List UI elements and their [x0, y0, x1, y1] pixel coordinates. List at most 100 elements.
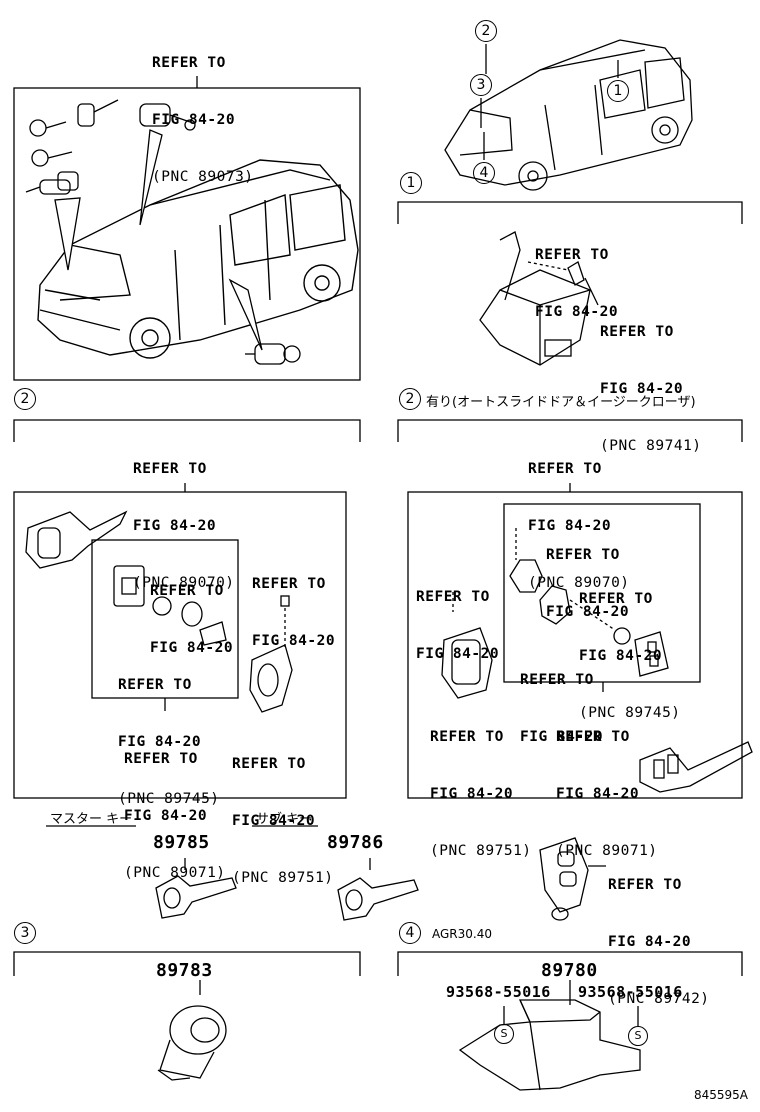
pnc-text: (PNC 89070): [133, 575, 235, 591]
fig-text: FIG 84-20: [520, 729, 604, 745]
fig-text: FIG 84-20: [546, 604, 630, 620]
refer-text: REFER TO: [528, 461, 602, 477]
callout-s2a-bottom-2: REFER TO FIG 84-20 (PNC 89751): [232, 717, 334, 907]
s-symbol-right: S: [628, 1026, 648, 1046]
fig-text: FIG 84-20: [535, 304, 619, 320]
remote-parts-2b: [509, 528, 669, 677]
refer-text: REFER TO: [608, 877, 682, 893]
refer-text: REFER TO: [556, 729, 630, 745]
callout-s2a-screw: REFER TO FIG 84-20: [252, 537, 335, 670]
sub-key-drawing: [337, 877, 419, 921]
pnc-text: (PNC 89071): [124, 865, 226, 881]
callout-s2a-bottom-1: REFER TO FIG 84-20 (PNC 89071): [124, 712, 226, 902]
refer-text: REFER TO: [520, 672, 594, 688]
master-key-drawing: [155, 875, 237, 919]
sub-key-part-number: 89786: [327, 832, 384, 853]
section-2b-note: 有り(オートスライドドア＆イージークローザ): [426, 395, 696, 410]
door-lock-cylinder-icon: [245, 343, 301, 365]
control-module-drawing: [479, 231, 591, 366]
refer-text: REFER TO: [535, 247, 609, 263]
pnc-text: (PNC 89751): [430, 843, 532, 859]
vehicle-overview-frame: [13, 87, 361, 381]
s-symbol-left: S: [494, 1024, 514, 1044]
callout-s2a-inner: REFER TO FIG 84-20 (PNC 89745): [118, 638, 220, 828]
pnc-text: (PNC 89751): [232, 870, 334, 886]
refer-text: REFER TO: [546, 547, 620, 563]
section-1-bracket: [397, 201, 743, 224]
pnc-text: (PNC 89745): [579, 705, 681, 721]
vehicle-marker-3: 3: [470, 74, 492, 96]
sub-key-label: サブ キー: [256, 812, 313, 827]
fig-text: FIG 84-20: [152, 112, 236, 128]
bolt-part-left: 93568-55016: [446, 983, 551, 1001]
pointer-left: [54, 197, 81, 271]
section-4-part-number: 89780: [541, 960, 598, 981]
key-blank-drawing-2a: [25, 510, 128, 569]
pnc-text: (PNC 89073): [152, 169, 254, 185]
pnc-text: (PNC 89745): [118, 791, 220, 807]
fig-text: FIG 84-20: [608, 934, 692, 950]
lock-cylinder-drawing-3: [157, 1005, 227, 1081]
callout-s1-top: REFER TO FIG 84-20: [535, 208, 618, 341]
fig-text: FIG 84-20: [118, 734, 202, 750]
transponder-parts-2a: [113, 565, 227, 646]
refer-text: REFER TO: [579, 591, 653, 607]
callout-s2a-main: REFER TO FIG 84-20 (PNC 89070): [133, 422, 235, 612]
master-key-part-number: 89785: [153, 832, 210, 853]
key-head-drawing-2a: [249, 595, 293, 713]
pnc-text: (PNC 89741): [600, 438, 702, 454]
section-3-bracket: [13, 951, 361, 976]
fig-text: FIG 84-20: [232, 813, 316, 829]
pointer-center: [139, 129, 163, 226]
bolt-part-right: 93568-55016: [578, 983, 683, 1001]
refer-text: REFER TO: [430, 729, 504, 745]
figure-id: 845595A: [694, 1088, 749, 1102]
callout-s2b-inner: REFER TO FIG 84-20 (PNC 89745): [579, 552, 681, 742]
section-4-bracket: [397, 951, 743, 976]
pnc-text: (PNC 89742): [608, 991, 710, 1007]
refer-text: REFER TO: [252, 576, 326, 592]
section-2b-frame: [407, 491, 743, 799]
fig-text: FIG 84-20: [528, 518, 612, 534]
fig-text: FIG 84-20: [600, 381, 684, 397]
refer-text: REFER TO: [118, 677, 192, 693]
pointer-door: [228, 278, 263, 351]
master-key-label: マスター キー: [50, 812, 133, 827]
fig-text: FIG 84-20: [252, 633, 336, 649]
ignition-lock-icon: [139, 103, 196, 131]
section-3-part-number: 89783: [156, 960, 213, 981]
callout-s2a-transponder: REFER TO FIG 84-20: [150, 544, 233, 677]
keys-cluster-icon: [25, 99, 119, 195]
receiver-module-drawing-4: [458, 999, 641, 1091]
refer-text: REFER TO: [133, 461, 207, 477]
key-shell-drawing-2b: [441, 592, 493, 699]
callout-s2b-case: REFER TO FIG 84-20: [520, 633, 603, 766]
refer-text: REFER TO: [150, 583, 224, 599]
remote-transmitter-drawing: [539, 837, 606, 921]
vehicle-marker-4: 4: [473, 162, 495, 184]
refer-text: REFER TO: [600, 324, 674, 340]
callout-s2b-main: REFER TO FIG 84-20 (PNC 89070): [528, 422, 630, 612]
section-2a-frame: [13, 491, 347, 799]
refer-text: REFER TO: [416, 589, 490, 605]
callout-s2b-screw: REFER TO FIG 84-20: [546, 508, 629, 641]
refer-text: REFER TO: [124, 751, 198, 767]
leader-s1-bolt: [584, 277, 599, 306]
refer-text: REFER TO: [152, 55, 226, 71]
fig-text: FIG 84-20: [579, 648, 663, 664]
refer-text: REFER TO: [232, 756, 306, 772]
section-3-marker: 3: [14, 922, 36, 944]
callout-s2b-bottom-1: REFER TO FIG 84-20 (PNC 89751): [430, 690, 532, 880]
fig-text: FIG 84-20: [556, 786, 640, 802]
callout-remote: REFER TO FIG 84-20 (PNC 89742): [608, 838, 710, 1028]
fig-text: FIG 84-20: [133, 518, 217, 534]
section-4-marker: 4: [399, 922, 421, 944]
van-illustration-small: [444, 39, 693, 191]
pnc-text: (PNC 89071): [556, 843, 658, 859]
section-2b-marker: 2: [399, 388, 421, 410]
fig-text: FIG 84-20: [416, 646, 500, 662]
section-2b-bracket: [397, 419, 743, 442]
vehicle-marker-2: 2: [475, 20, 497, 42]
callout-s2b-bottom-2: REFER TO FIG 84-20 (PNC 89071): [556, 690, 658, 880]
